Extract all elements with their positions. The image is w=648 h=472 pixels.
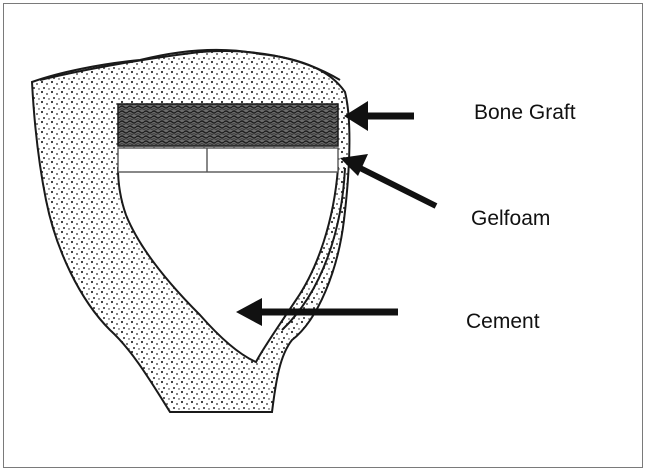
cement-label: Cement — [466, 311, 540, 332]
gelfoam-label: Gelfoam — [471, 208, 550, 229]
bone-graft-arrow — [344, 101, 414, 131]
gelfoam-arrow — [340, 154, 436, 206]
bone-graft-label: Bone Graft — [474, 102, 576, 123]
bone-graft-layer — [118, 104, 338, 146]
gelfoam-layer — [118, 148, 338, 172]
